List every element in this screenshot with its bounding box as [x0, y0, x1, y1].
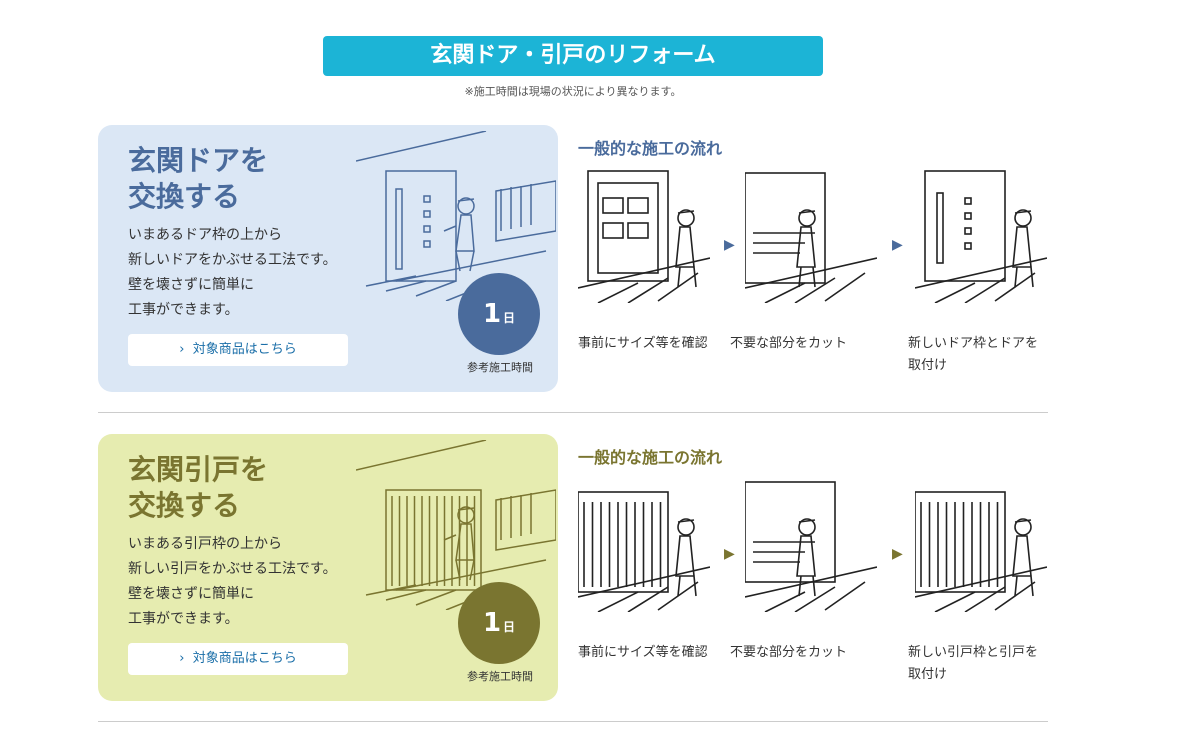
arrow-right-icon: ▶	[892, 546, 903, 562]
desc-line: 工事ができます。	[128, 302, 239, 318]
step-caption: 事前にサイズ等を確認	[578, 333, 708, 355]
step-illustration	[577, 163, 711, 304]
card-description: いまある引戸枠の上から新しい引戸をかぶせる工法です。壁を壊さずに簡単に工事ができ…	[128, 532, 337, 632]
arrow-right-icon: ▶	[724, 237, 735, 253]
card-title: 玄関ドアを交換する	[128, 143, 268, 215]
step-caption-line: 取付け	[908, 667, 948, 682]
step-caption: 新しい引戸枠と引戸を取付け	[908, 642, 1038, 686]
step-caption: 新しいドア枠とドアを取付け	[908, 333, 1038, 377]
chevron-right-icon: ›	[179, 342, 193, 357]
button-label: 対象商品はこちら	[192, 342, 297, 357]
button-label: 対象商品はこちら	[192, 651, 297, 666]
time-note: ※施工時間は現場の状況により異なります。	[464, 85, 682, 98]
step-caption: 不要な部分をカット	[730, 642, 847, 664]
step-illustration	[914, 163, 1048, 304]
chevron-right-icon: ›	[179, 651, 193, 666]
desc-line: 新しい引戸をかぶせる工法です。	[128, 561, 337, 577]
info-card: 玄関ドアを交換する いまあるドア枠の上から新しいドアをかぶせる工法です。壁を壊さ…	[98, 125, 558, 392]
card-title: 玄関引戸を交換する	[128, 452, 268, 524]
days-value: 1	[482, 299, 502, 329]
step-caption: 不要な部分をカット	[730, 333, 847, 355]
step-illustration	[744, 472, 878, 613]
step-caption-line: 取付け	[908, 358, 948, 373]
step-caption-line: 不要な部分をカット	[730, 336, 848, 351]
desc-line: 新しいドアをかぶせる工法です。	[128, 252, 337, 268]
page-title-banner: 玄関ドア・引戸のリフォーム	[323, 36, 823, 76]
step-caption-line: 新しいドア枠とドアを	[908, 336, 1039, 351]
days-unit: 日	[503, 311, 516, 325]
step-caption-line: 事前にサイズ等を確認	[578, 336, 708, 351]
reference-time-label: 参考施工時間	[467, 361, 533, 374]
title-line: 交換する	[128, 180, 241, 213]
divider	[98, 412, 1048, 413]
desc-line: 工事ができます。	[128, 611, 239, 627]
flow-title: 一般的な施工の流れ	[578, 448, 723, 467]
arrow-right-icon: ▶	[724, 546, 735, 562]
door-illustration	[355, 439, 557, 611]
desc-line: 壁を壊さずに簡単に	[128, 277, 254, 293]
days-value: 1	[482, 608, 502, 638]
desc-line: いまあるドア枠の上から	[128, 227, 282, 243]
title-line: 交換する	[128, 489, 241, 522]
step-caption-line: 不要な部分をカット	[730, 645, 848, 660]
divider	[98, 721, 1048, 722]
info-card: 玄関引戸を交換する いまある引戸枠の上から新しい引戸をかぶせる工法です。壁を壊さ…	[98, 434, 558, 701]
step-caption: 事前にサイズ等を確認	[578, 642, 708, 664]
step-illustration	[744, 163, 878, 304]
step-caption-line: 事前にサイズ等を確認	[578, 645, 708, 660]
card-description: いまあるドア枠の上から新しいドアをかぶせる工法です。壁を壊さずに簡単に工事ができ…	[128, 223, 337, 323]
reference-time-label: 参考施工時間	[467, 670, 533, 683]
door-illustration	[355, 130, 557, 302]
title-line: 玄関引戸を	[128, 453, 269, 486]
section-door: 玄関ドアを交換する いまあるドア枠の上から新しいドアをかぶせる工法です。壁を壊さ…	[98, 125, 1048, 413]
desc-line: 壁を壊さずに簡単に	[128, 586, 254, 602]
target-products-button[interactable]: › 対象商品はこちら	[128, 334, 348, 366]
step-illustration	[914, 472, 1048, 613]
section-sliding-door: 玄関引戸を交換する いまある引戸枠の上から新しい引戸をかぶせる工法です。壁を壊さ…	[98, 434, 1048, 722]
step-illustration	[577, 472, 711, 613]
desc-line: いまある引戸枠の上から	[128, 536, 282, 552]
arrow-right-icon: ▶	[892, 237, 903, 253]
title-line: 玄関ドアを	[128, 144, 269, 177]
days-unit: 日	[503, 620, 516, 634]
step-caption-line: 新しい引戸枠と引戸を	[908, 645, 1039, 660]
flow-title: 一般的な施工の流れ	[578, 139, 723, 158]
target-products-button[interactable]: › 対象商品はこちら	[128, 643, 348, 675]
